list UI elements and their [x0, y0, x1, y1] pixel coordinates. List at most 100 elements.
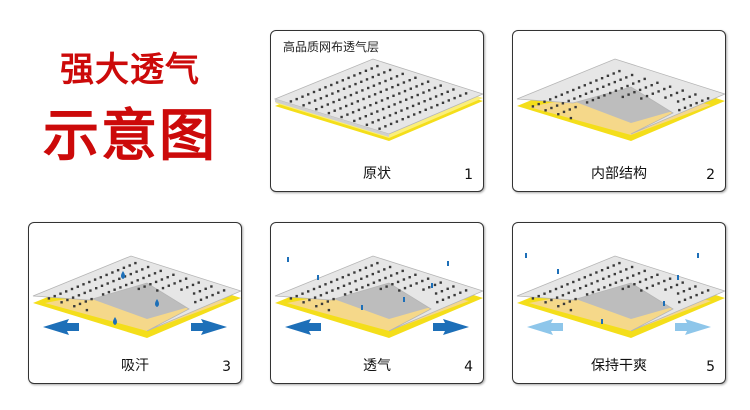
mesh-hole — [602, 277, 605, 280]
mesh-hole — [345, 104, 348, 108]
mesh-hole — [426, 277, 430, 280]
mesh-hole — [612, 72, 615, 75]
mesh-hole — [606, 266, 610, 269]
mesh-hole — [146, 265, 150, 269]
mesh-hole — [341, 276, 344, 279]
mesh-hole — [378, 279, 381, 282]
mesh-hole — [383, 71, 386, 74]
mesh-hole — [377, 118, 380, 122]
mesh-hole — [388, 265, 392, 269]
mesh-hole — [385, 285, 388, 288]
mesh-hole — [307, 290, 310, 293]
mesh-hole — [217, 291, 220, 294]
mesh-hole — [619, 270, 622, 273]
mesh-hole — [433, 86, 437, 90]
mesh-hole — [417, 102, 420, 105]
mesh-hole — [638, 88, 642, 92]
mesh-hole — [395, 120, 399, 123]
mesh-hole — [353, 271, 356, 274]
mesh-hole — [531, 105, 535, 108]
mesh-holes — [289, 64, 468, 130]
mesh-hole — [141, 268, 144, 271]
mesh-hole — [452, 285, 455, 288]
mesh-hole — [99, 276, 102, 279]
mesh-hole — [678, 300, 681, 304]
mesh-hole — [440, 93, 444, 96]
mesh-hole — [384, 125, 387, 128]
mesh-hole — [402, 81, 406, 84]
mesh-hole — [415, 282, 418, 285]
mesh-hole — [77, 294, 81, 297]
mesh-hole — [607, 275, 611, 278]
mesh-hole — [83, 291, 86, 295]
mesh-hole — [613, 272, 616, 276]
mesh-hole — [342, 87, 346, 90]
mesh-hole — [681, 281, 684, 284]
mesh-hole — [319, 294, 323, 297]
mesh-holes — [47, 261, 226, 312]
mesh-hole — [302, 301, 305, 304]
mesh-hole — [567, 99, 570, 103]
mesh-hole — [339, 107, 342, 110]
mesh-hole — [349, 93, 353, 97]
outflow-arrows — [285, 319, 469, 335]
mesh-hole — [354, 279, 357, 283]
mesh-holes — [289, 261, 468, 312]
mesh-hole — [337, 287, 340, 290]
mesh-holes — [531, 69, 710, 120]
mesh-hole — [406, 107, 409, 110]
mesh-hole — [351, 111, 355, 114]
mesh-hole — [332, 100, 335, 104]
mesh-hole — [584, 92, 588, 95]
mesh-hole — [609, 283, 612, 287]
mesh-hole — [675, 283, 679, 287]
mesh-hole — [396, 280, 400, 284]
mesh-hole — [119, 286, 122, 289]
mesh-hole — [363, 106, 366, 109]
mesh-hole — [388, 114, 392, 117]
mesh-hole — [585, 293, 589, 296]
mesh-hole — [376, 64, 379, 68]
mesh-hole — [670, 94, 673, 97]
mesh-hole — [106, 282, 109, 285]
mesh-hole — [579, 95, 582, 98]
mesh-hole — [295, 294, 298, 298]
panel-structure: 内部结构 2 — [512, 30, 726, 192]
mesh-hole — [392, 94, 395, 97]
mesh-hole — [372, 281, 376, 284]
mesh-illustration-dry — [516, 253, 725, 338]
mesh-hole — [614, 89, 618, 92]
mesh-hole — [192, 292, 196, 295]
mesh-hole — [105, 273, 108, 277]
mesh-hole — [330, 83, 333, 87]
mesh-hole — [413, 113, 416, 116]
mesh-hole — [644, 278, 648, 281]
mesh-hole — [701, 99, 704, 102]
mesh-hole — [376, 261, 379, 265]
mesh-hole — [568, 108, 571, 111]
mesh-hole — [148, 274, 151, 277]
mesh-hole — [621, 287, 624, 291]
mesh-hole — [398, 92, 401, 95]
mesh-hole — [579, 287, 582, 290]
mesh-hole — [101, 293, 105, 296]
mesh-hole — [143, 285, 146, 288]
mesh-hole — [606, 74, 610, 77]
mesh-hole — [340, 115, 343, 119]
mesh-hole — [678, 108, 681, 112]
mesh-hole — [137, 287, 140, 291]
mesh-hole — [186, 286, 189, 289]
mesh-hole — [111, 271, 114, 274]
mesh-hole — [295, 97, 298, 101]
mesh-hole — [434, 95, 438, 98]
mesh-hole — [320, 105, 324, 109]
mesh-hole — [327, 308, 331, 312]
mesh-hole — [342, 284, 346, 287]
mesh-holes — [531, 261, 710, 312]
mesh-hole — [370, 264, 373, 267]
mesh-hole — [199, 298, 203, 301]
mesh-hole — [107, 290, 111, 294]
mesh-hole — [384, 276, 387, 280]
mesh-hole — [222, 289, 226, 292]
mesh-hole — [347, 273, 350, 277]
